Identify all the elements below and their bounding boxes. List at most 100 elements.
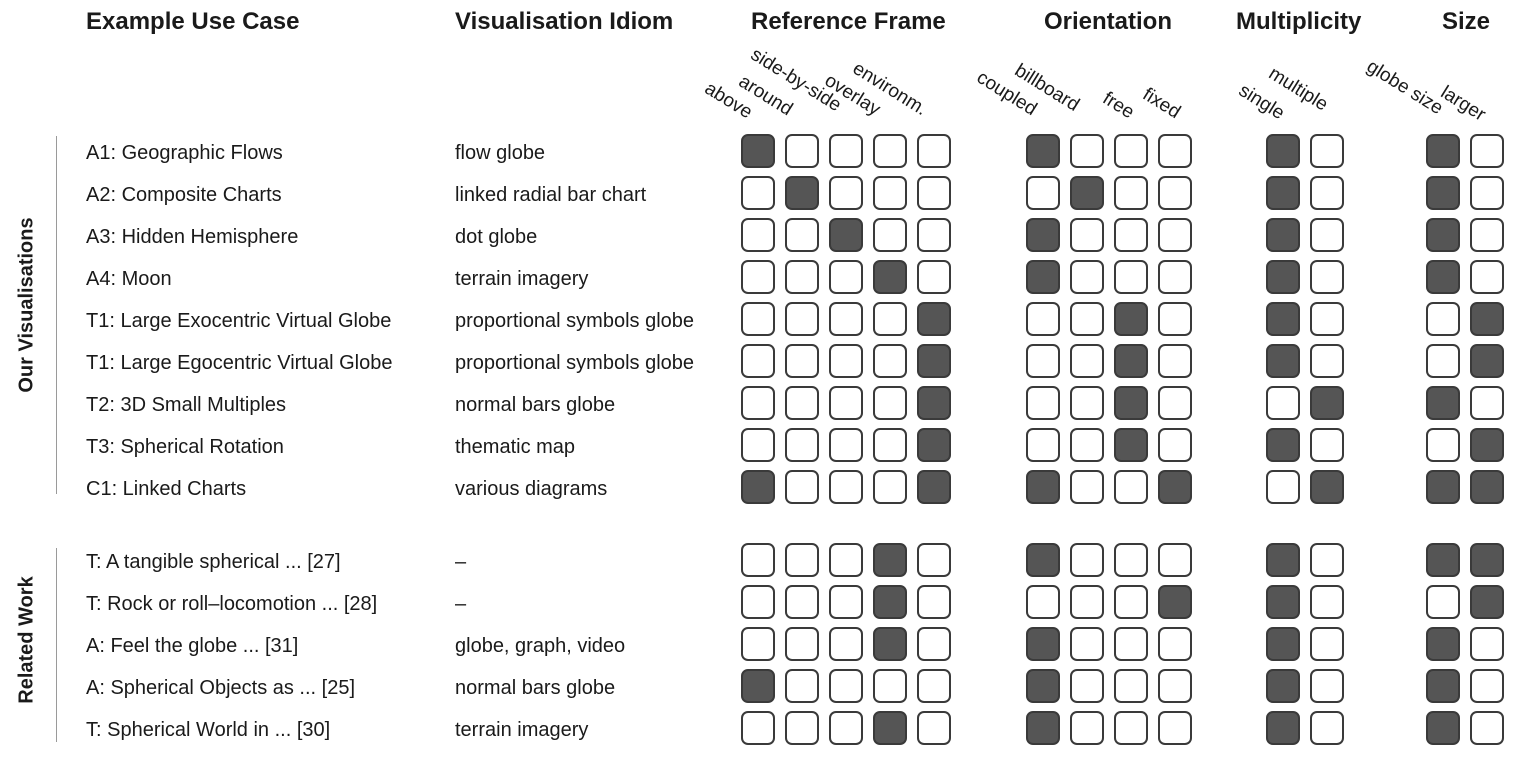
visualisation-idiom: linked radial bar chart <box>455 184 647 206</box>
example-use-case: A4: Moon <box>86 268 172 290</box>
multiplicity-cell <box>1266 585 1300 619</box>
orientation-cell <box>1070 260 1104 294</box>
size-cell <box>1470 627 1504 661</box>
orientation-cell <box>1158 344 1192 378</box>
orientation-cell <box>1114 218 1148 252</box>
example-use-case: T: Rock or roll–locomotion ... [28] <box>86 593 378 615</box>
example-use-case: A1: Geographic Flows <box>86 142 283 164</box>
orientation-cell <box>1026 260 1060 294</box>
section-bar-ours <box>56 136 57 494</box>
visualisation-idiom: various diagrams <box>455 478 608 500</box>
reference-frame-cell <box>873 176 907 210</box>
visualisation-idiom: flow globe <box>455 142 546 164</box>
reference-frame-cell <box>917 134 951 168</box>
reference-frame-cell <box>741 218 775 252</box>
orientation-cell <box>1026 386 1060 420</box>
orientation-cell <box>1158 218 1192 252</box>
orientation-cell <box>1070 134 1104 168</box>
size-cell <box>1470 260 1504 294</box>
orientation-cell <box>1026 428 1060 462</box>
example-use-case: C1: Linked Charts <box>86 478 247 500</box>
sublabel-free: free <box>1098 88 1138 124</box>
section-bar-related <box>56 548 57 742</box>
reference-frame-cell <box>741 428 775 462</box>
example-use-case: A2: Composite Charts <box>86 184 282 206</box>
reference-frame-cell <box>917 627 951 661</box>
reference-frame-cell <box>785 543 819 577</box>
size-cell <box>1426 428 1460 462</box>
reference-frame-cell <box>873 627 907 661</box>
orientation-cell <box>1070 218 1104 252</box>
example-use-case: T1: Large Exocentric Virtual Globe <box>86 310 392 332</box>
table-row: A1: Geographic Flows flow globe <box>0 134 1522 176</box>
orientation-cell <box>1158 428 1192 462</box>
orientation-cell <box>1158 386 1192 420</box>
multiplicity-cell <box>1310 386 1344 420</box>
orientation-cell <box>1158 176 1192 210</box>
visualisation-idiom: proportional symbols globe <box>455 352 695 374</box>
size-cell <box>1470 302 1504 336</box>
orientation-cell <box>1114 669 1148 703</box>
reference-frame-cell <box>829 344 863 378</box>
reference-frame-cell <box>917 711 951 745</box>
orientation-cell <box>1158 134 1192 168</box>
multiplicity-cell <box>1310 470 1344 504</box>
reference-frame-cell <box>741 134 775 168</box>
visualisation-idiom: globe, graph, video <box>455 635 626 657</box>
reference-frame-cell <box>829 470 863 504</box>
reference-frame-cell <box>785 470 819 504</box>
reference-frame-cell <box>829 218 863 252</box>
orientation-cell <box>1070 711 1104 745</box>
size-cell <box>1426 302 1460 336</box>
reference-frame-cell <box>917 218 951 252</box>
size-cell <box>1426 260 1460 294</box>
orientation-cell <box>1070 543 1104 577</box>
reference-frame-cell <box>873 470 907 504</box>
reference-frame-cell <box>741 302 775 336</box>
reference-frame-cell <box>785 176 819 210</box>
reference-frame-cell <box>873 585 907 619</box>
visualisation-idiom: terrain imagery <box>455 268 589 290</box>
multiplicity-cell <box>1266 302 1300 336</box>
reference-frame-cell <box>873 543 907 577</box>
size-cell <box>1426 134 1460 168</box>
orientation-cell <box>1026 302 1060 336</box>
table-row: T: Spherical World in ... [30]terrain im… <box>0 711 1522 753</box>
orientation-cell <box>1026 134 1060 168</box>
size-cell <box>1470 585 1504 619</box>
reference-frame-cell <box>829 669 863 703</box>
orientation-cell <box>1114 470 1148 504</box>
example-use-case: A3: Hidden Hemisphere <box>86 226 299 248</box>
visualisation-idiom: normal bars globe <box>455 394 616 416</box>
orientation-cell <box>1026 344 1060 378</box>
size-cell <box>1470 470 1504 504</box>
size-cell <box>1470 386 1504 420</box>
orientation-cell <box>1158 585 1192 619</box>
reference-frame-cell <box>917 585 951 619</box>
table-row: A: Feel the globe ... [31]globe, graph, … <box>0 627 1522 669</box>
reference-frame-cell <box>873 428 907 462</box>
size-cell <box>1470 428 1504 462</box>
orientation-cell <box>1026 543 1060 577</box>
table-row: A2: Composite Charts linked radial bar ch… <box>0 176 1522 218</box>
reference-frame-cell <box>873 218 907 252</box>
reference-frame-cell <box>785 302 819 336</box>
reference-frame-cell <box>917 428 951 462</box>
table-row: T: A tangible spherical ... [27]– <box>0 543 1522 585</box>
orientation-cell <box>1114 711 1148 745</box>
reference-frame-cell <box>741 386 775 420</box>
reference-frame-cell <box>741 669 775 703</box>
orientation-cell <box>1026 627 1060 661</box>
multiplicity-cell <box>1266 428 1300 462</box>
reference-frame-cell <box>917 386 951 420</box>
reference-frame-cell <box>829 711 863 745</box>
reference-frame-cell <box>785 218 819 252</box>
size-cell <box>1470 543 1504 577</box>
example-use-case: T3: Spherical Rotation <box>86 436 284 458</box>
reference-frame-cell <box>741 176 775 210</box>
multiplicity-cell <box>1310 428 1344 462</box>
reference-frame-cell <box>829 176 863 210</box>
visualisation-idiom: – <box>455 551 467 573</box>
